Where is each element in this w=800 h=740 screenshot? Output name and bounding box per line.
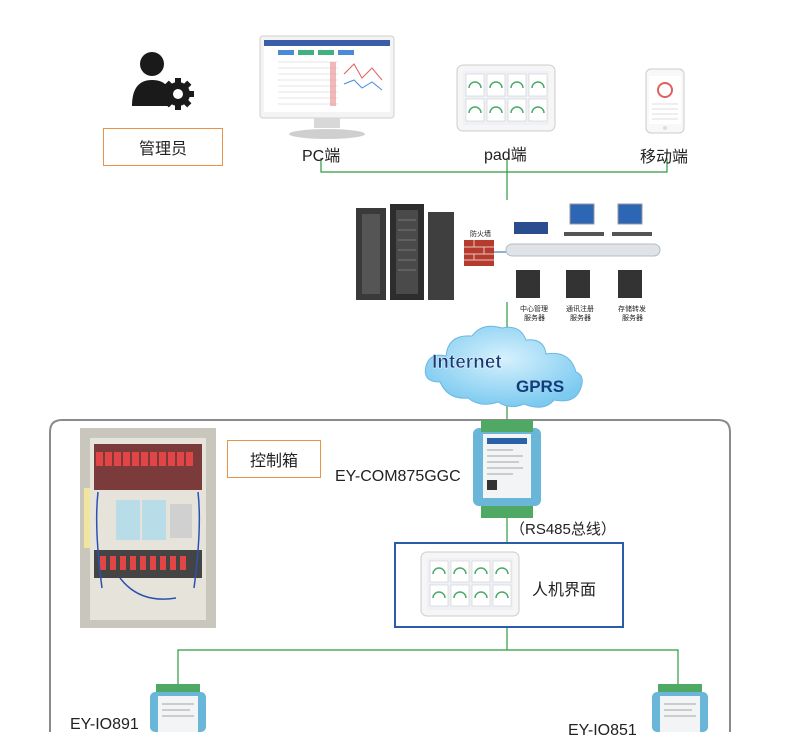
control-box-label: 控制箱	[249, 453, 298, 470]
internet-gprs-cloud-icon: Internet GPRS	[424, 325, 583, 408]
gateway-model-label: EY-COM875GGC	[335, 468, 461, 485]
rs485-bus-label: （RS485总线）	[510, 521, 616, 538]
admin-label-box: 管理员	[103, 128, 223, 166]
pc-label: PC端	[302, 148, 341, 165]
gprs-label: GPRS	[516, 377, 564, 396]
io-right-model-label: EY-IO851	[568, 722, 637, 739]
storage-server-icon	[516, 270, 642, 298]
gateway-module-icon	[473, 420, 541, 518]
client-bus-line	[320, 158, 668, 173]
io-left-model-label: EY-IO891	[70, 716, 139, 733]
hmi-label: 人机界面	[532, 582, 597, 599]
hmi-tablet-icon	[420, 551, 520, 617]
server3-label-line1: 存储转发	[618, 304, 646, 313]
control-box-frame	[49, 419, 731, 732]
router-icon	[514, 222, 548, 234]
server-room-illustration: 防火墙	[356, 203, 661, 300]
pad-tablet-icon	[456, 64, 556, 132]
server-rack-icon	[356, 204, 454, 300]
workstation-icon	[564, 203, 652, 236]
control-cabinet-photo	[80, 428, 216, 628]
server2-label-line2: 服务器	[570, 313, 591, 322]
server2-label-line1: 通讯注册	[566, 304, 594, 313]
io-bus-line	[177, 649, 679, 690]
io-right-module-icon	[652, 684, 708, 732]
server-labels: 中心管理 服务器 通讯注册 服务器 存储转发 服务器	[520, 304, 646, 322]
internet-label: Internet	[432, 352, 502, 373]
mobile-phone-icon	[645, 68, 685, 134]
firewall-icon	[464, 240, 494, 266]
server1-label-line2: 服务器	[524, 313, 545, 322]
mobile-label: 移动端	[640, 149, 689, 166]
server1-label-line1: 中心管理	[520, 304, 548, 313]
admin-label: 管理员	[138, 141, 187, 158]
server3-label-line2: 服务器	[622, 313, 643, 322]
network-pipe	[505, 243, 661, 257]
io-left-module-icon	[150, 684, 206, 732]
control-box-label-box: 控制箱	[227, 440, 321, 478]
firewall-label: 防火墙	[470, 229, 491, 238]
pad-label: pad端	[484, 147, 527, 164]
pc-monitor-icon	[259, 35, 395, 139]
admin-gear-icon	[132, 52, 194, 110]
